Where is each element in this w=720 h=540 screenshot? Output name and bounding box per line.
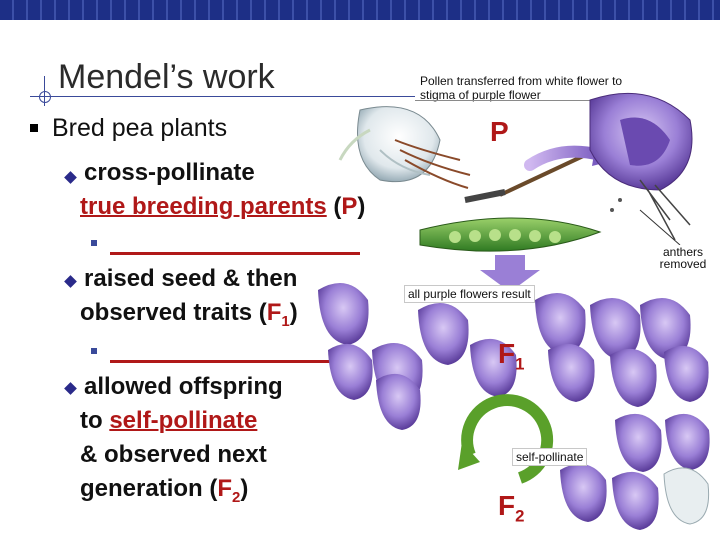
generation-text: generation ( bbox=[80, 475, 218, 502]
observed-traits-text: observed traits ( bbox=[80, 299, 267, 326]
down-arrow-icon bbox=[480, 255, 540, 292]
paren-close: ) bbox=[240, 475, 249, 502]
self-pollinate-label: self-pollinate bbox=[512, 448, 588, 466]
true-breeding-line: true breeding parents (P) bbox=[80, 190, 365, 224]
f2-gen-subscript: 2 bbox=[515, 506, 525, 526]
true-breeding-parents-link[interactable]: true breeding parents bbox=[80, 193, 327, 220]
f2-subscript: 2 bbox=[232, 488, 241, 506]
f1-letter: F bbox=[266, 299, 282, 326]
title-underline bbox=[30, 96, 415, 97]
self-pollinate-cycle-icon bbox=[458, 394, 554, 484]
square-bullet-icon bbox=[30, 124, 38, 132]
parent-generation-label: P bbox=[490, 116, 509, 147]
f2-flowers-icon bbox=[560, 413, 710, 530]
fill-in-blank-2[interactable] bbox=[110, 360, 360, 363]
all-purple-label: all purple flowers result bbox=[404, 285, 535, 303]
caption-underline bbox=[415, 100, 645, 101]
pollen-caption: Pollen transferred from white flower to … bbox=[420, 74, 623, 102]
page-title: Mendel’s work bbox=[58, 58, 275, 96]
fill-in-blank-1[interactable] bbox=[110, 252, 360, 255]
f1-generation-label: F1 bbox=[498, 338, 524, 375]
small-bullet-icon bbox=[91, 348, 97, 354]
anthers-removed-label: anthers removed bbox=[650, 245, 716, 271]
cross-pollinate-text: cross-pollinate bbox=[84, 159, 255, 186]
generation-line: generation (F2) bbox=[80, 472, 248, 515]
anthers-leader-line bbox=[639, 209, 681, 246]
bullet-bred-pea-plants: Bred pea plants bbox=[52, 114, 228, 142]
f1-gen-subscript: 1 bbox=[515, 354, 525, 374]
allowed-offspring-text: allowed offspring bbox=[84, 373, 283, 400]
f2-generation-label: F2 bbox=[498, 490, 524, 527]
self-pollinate-line: to self-pollinate bbox=[80, 404, 257, 438]
f1-subscript: 1 bbox=[281, 312, 290, 330]
pea-pod-icon bbox=[419, 217, 602, 252]
top-banner bbox=[0, 0, 720, 20]
title-crosshair-circle bbox=[39, 91, 51, 103]
f2-gen-letter: F bbox=[498, 490, 516, 521]
parent-letter: P bbox=[341, 193, 358, 220]
raised-seed-text: raised seed & then bbox=[84, 265, 298, 292]
self-pollinate-link[interactable]: self-pollinate bbox=[109, 407, 258, 434]
white-flower-icon bbox=[338, 106, 471, 189]
small-bullet-icon bbox=[91, 240, 97, 246]
paren-close: ) bbox=[289, 299, 298, 326]
paren-open: ( bbox=[326, 193, 342, 220]
observed-traits-line: observed traits (F1) bbox=[80, 296, 298, 339]
observed-next-text: & observed next bbox=[80, 441, 267, 468]
purple-parent-flower-icon bbox=[589, 92, 693, 241]
f1-flowers-icon bbox=[318, 282, 709, 430]
f1-gen-letter: F bbox=[498, 338, 516, 369]
paren-close: ) bbox=[357, 193, 366, 220]
to-text: to bbox=[80, 407, 110, 434]
f2-letter: F bbox=[217, 475, 233, 502]
